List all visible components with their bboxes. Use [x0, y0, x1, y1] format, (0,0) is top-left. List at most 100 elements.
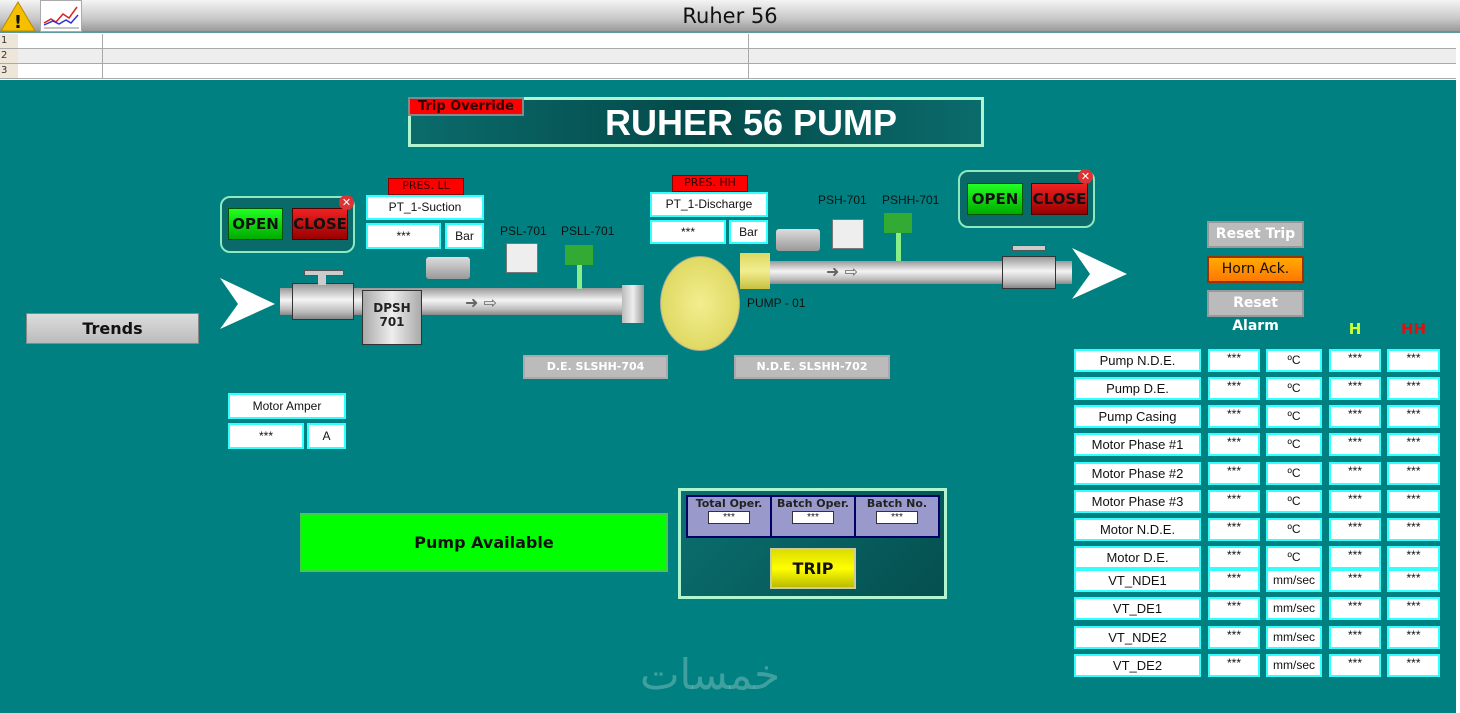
discharge-pipe — [770, 261, 1072, 284]
grid-row: 3 — [0, 64, 1456, 79]
counter-grid: Total Oper.*** Batch Oper.*** Batch No.*… — [686, 495, 940, 538]
row-number: 1 — [0, 34, 18, 48]
flow-arrow-icon: ➜ ⇨ — [826, 262, 858, 281]
table-cell-h: *** — [1329, 597, 1381, 620]
psl-label: PSL-701 — [500, 224, 547, 238]
discharge-pt-value: *** — [650, 220, 726, 244]
table-cell-unit: ºC — [1266, 490, 1322, 513]
grid-row: 2 — [0, 49, 1456, 64]
pshh-label: PSHH-701 — [882, 193, 940, 207]
batch-no-value: *** — [876, 511, 918, 524]
pshh-switch-icon — [884, 213, 912, 233]
table-cell-unit: ºC — [1266, 518, 1322, 541]
pressure-transmitter-icon — [776, 229, 820, 251]
batch-no-cell: Batch No.*** — [856, 497, 938, 536]
pump-suction-flange — [622, 285, 644, 323]
h-column-header: H — [1348, 320, 1362, 338]
suction-close-button[interactable]: CLOSE — [292, 208, 348, 240]
table-cell-unit: mm/sec — [1266, 626, 1322, 649]
pump-status-indicator: Pump Available — [300, 513, 668, 572]
table-cell-value: *** — [1208, 405, 1260, 428]
discharge-valve[interactable] — [1002, 256, 1056, 289]
table-cell-label: Motor Phase #3 — [1074, 490, 1201, 513]
dpsh-label: DPSH — [373, 301, 411, 315]
title-bar: ! Ruher 56 — [0, 0, 1460, 33]
table-cell-h: *** — [1329, 626, 1381, 649]
pump-label: PUMP - 01 — [747, 296, 806, 310]
total-oper-value: *** — [708, 511, 750, 524]
trip-override-badge[interactable]: Trip Override — [408, 97, 524, 116]
table-cell-h: *** — [1329, 462, 1381, 485]
table-cell-hh: *** — [1387, 569, 1440, 592]
table-cell-h: *** — [1329, 654, 1381, 677]
suction-pt-value: *** — [366, 223, 441, 249]
reset-alarm-button[interactable]: Reset Alarm — [1207, 290, 1304, 334]
table-cell-hh: *** — [1387, 626, 1440, 649]
pump-casing — [660, 256, 740, 351]
close-icon[interactable]: ✕ — [1078, 169, 1093, 184]
table-cell-label: VT_DE2 — [1074, 654, 1201, 677]
table-cell-value: *** — [1208, 518, 1260, 541]
batch-oper-value: *** — [792, 511, 834, 524]
table-cell-label: Motor Phase #1 — [1074, 433, 1201, 456]
suction-pt-unit: Bar — [445, 223, 484, 249]
table-cell-hh: *** — [1387, 518, 1440, 541]
table-cell-label: VT_NDE1 — [1074, 569, 1201, 592]
batch-oper-cell: Batch Oper.*** — [772, 497, 856, 536]
de-slshh-button[interactable]: D.E. SLSHH-704 — [523, 355, 668, 379]
table-cell-label: Pump N.D.E. — [1074, 349, 1201, 372]
pressure-transmitter-icon — [426, 257, 470, 279]
table-cell-value: *** — [1208, 546, 1260, 569]
discharge-close-button[interactable]: CLOSE — [1031, 183, 1088, 215]
batch-no-label: Batch No. — [866, 497, 928, 510]
table-cell-h: *** — [1329, 518, 1381, 541]
warning-icon[interactable]: ! — [0, 0, 36, 33]
table-cell-value: *** — [1208, 626, 1260, 649]
suction-open-button[interactable]: OPEN — [228, 208, 283, 240]
table-cell-label: Pump Casing — [1074, 405, 1201, 428]
table-cell-value: *** — [1208, 377, 1260, 400]
pres-hh-alarm: PRES. HH — [672, 175, 748, 192]
valve-handwheel — [1012, 245, 1046, 251]
row-number: 2 — [0, 49, 18, 63]
table-cell-value: *** — [1208, 433, 1260, 456]
page-title: RUHER 56 PUMP — [604, 102, 898, 143]
table-cell-hh: *** — [1387, 349, 1440, 372]
trip-button[interactable]: TRIP — [770, 548, 856, 589]
nde-slshh-button[interactable]: N.D.E. SLSHH-702 — [734, 355, 890, 379]
suction-valve[interactable] — [292, 283, 354, 320]
trends-button[interactable]: Trends — [26, 313, 199, 344]
psll-switch-icon — [565, 245, 593, 265]
psll-stem — [577, 265, 582, 289]
table-cell-hh: *** — [1387, 377, 1440, 400]
table-cell-label: Motor Phase #2 — [1074, 462, 1201, 485]
reset-trip-button[interactable]: Reset Trip — [1207, 221, 1304, 248]
table-cell-h: *** — [1329, 377, 1381, 400]
close-icon[interactable]: ✕ — [339, 195, 354, 210]
watermark-logo: خمسات — [640, 650, 781, 699]
table-cell-hh: *** — [1387, 490, 1440, 513]
table-cell-h: *** — [1329, 405, 1381, 428]
table-cell-h: *** — [1329, 433, 1381, 456]
flow-arrow-icon: ➜ ⇨ — [465, 293, 497, 312]
dpsh-number: 701 — [379, 315, 405, 329]
horn-ack-button[interactable]: Horn Ack. — [1207, 256, 1304, 283]
table-cell-unit: mm/sec — [1266, 654, 1322, 677]
discharge-open-button[interactable]: OPEN — [967, 183, 1023, 215]
table-cell-unit: ºC — [1266, 462, 1322, 485]
table-cell-h: *** — [1329, 349, 1381, 372]
table-cell-value: *** — [1208, 462, 1260, 485]
trend-chart-icon[interactable] — [40, 0, 82, 32]
pres-ll-alarm: PRES. LL — [388, 178, 464, 195]
table-cell-unit: ºC — [1266, 433, 1322, 456]
svg-text:!: ! — [14, 12, 22, 32]
inlet-arrow-icon — [220, 278, 276, 334]
table-cell-hh: *** — [1387, 597, 1440, 620]
table-cell-unit: ºC — [1266, 349, 1322, 372]
motor-amper-value: *** — [228, 423, 304, 449]
table-cell-value: *** — [1208, 569, 1260, 592]
table-cell-unit: mm/sec — [1266, 569, 1322, 592]
table-cell-h: *** — [1329, 490, 1381, 513]
batch-oper-label: Batch Oper. — [777, 497, 849, 510]
table-cell-value: *** — [1208, 654, 1260, 677]
